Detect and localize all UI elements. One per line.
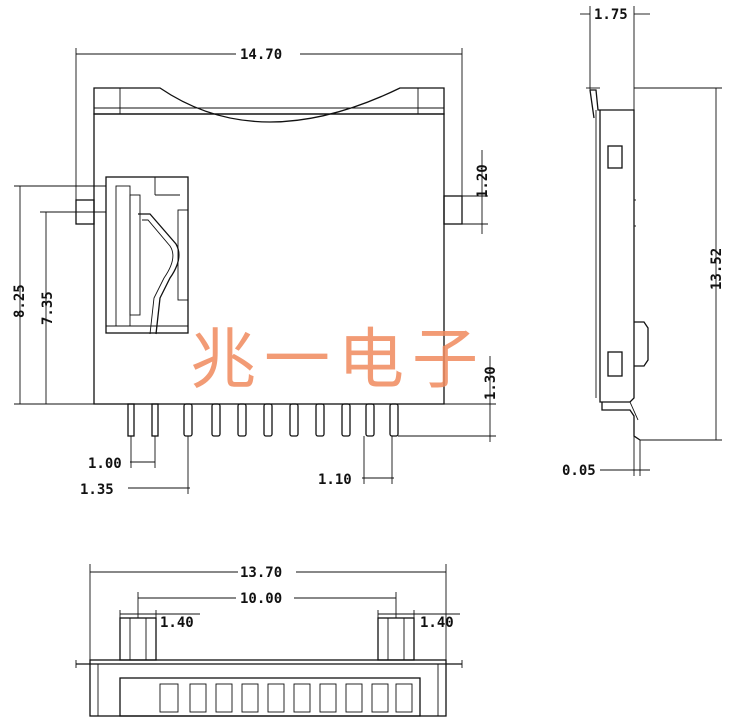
side-dimensions: 1.75 13.52 0.05 bbox=[562, 6, 725, 479]
bottom-width-label: 13.70 bbox=[240, 565, 282, 581]
pin-length-label: 1.30 bbox=[483, 366, 499, 400]
bottom-offset-label: 0.05 bbox=[562, 463, 596, 479]
inner-height-label: 7.35 bbox=[40, 291, 56, 325]
tab-height-label: 1.20 bbox=[475, 164, 491, 198]
top-thickness-label: 1.75 bbox=[594, 7, 628, 23]
front-dimensions: 14.70 8.25 7.35 1.20 1.30 1.00 1.35 1.10 bbox=[12, 47, 499, 498]
overall-width-label: 14.70 bbox=[240, 47, 282, 63]
bottom-view bbox=[75, 617, 463, 717]
upper-latch bbox=[607, 145, 623, 169]
pins bbox=[127, 403, 399, 437]
side-height-label: 13.52 bbox=[709, 248, 725, 290]
post-left-label: 1.40 bbox=[160, 615, 194, 631]
pin-second-label: 1.35 bbox=[80, 482, 114, 498]
front-view bbox=[75, 87, 463, 437]
watermark: 兆一电子 bbox=[190, 321, 486, 398]
pin-first-label: 1.00 bbox=[88, 456, 122, 472]
left-post bbox=[119, 617, 157, 661]
right-tab bbox=[443, 195, 463, 225]
pin-pitch-label: 1.10 bbox=[318, 472, 352, 488]
right-post bbox=[377, 617, 415, 661]
card-slot bbox=[105, 176, 189, 335]
outer-height-label: 8.25 bbox=[12, 284, 28, 318]
post-spacing-label: 10.00 bbox=[240, 591, 282, 607]
post-right-label: 1.40 bbox=[420, 615, 454, 631]
bottom-dimensions: 13.70 10.00 1.40 1.40 bbox=[89, 564, 460, 660]
lower-latch bbox=[607, 351, 623, 377]
top-cover bbox=[93, 87, 445, 123]
side-view bbox=[586, 87, 649, 441]
